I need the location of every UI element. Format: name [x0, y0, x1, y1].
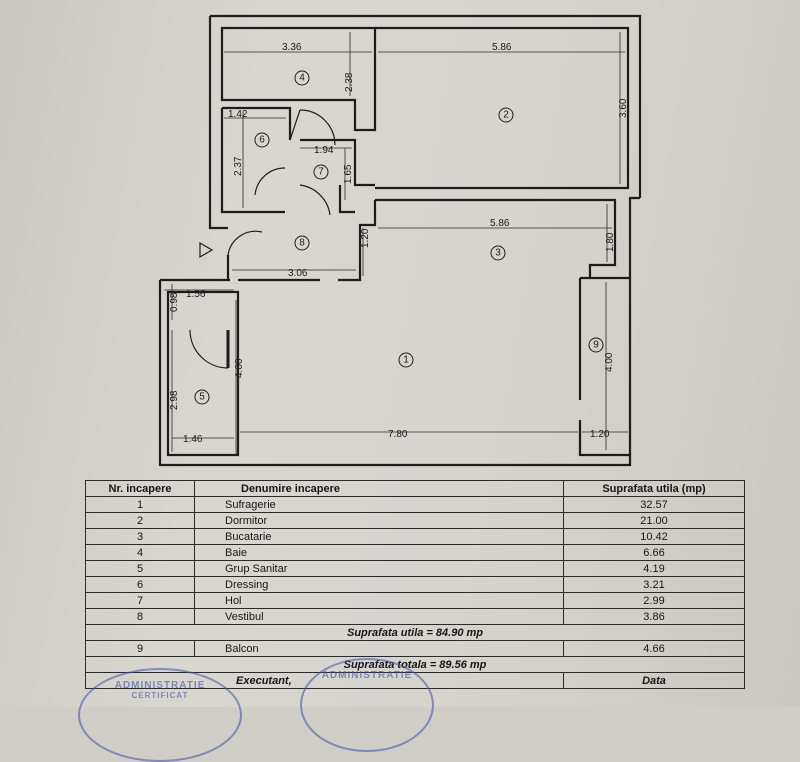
- room-marker-5: 5: [199, 392, 205, 403]
- door-arc-bath: [299, 109, 336, 146]
- row-name: Balcon: [194, 640, 564, 657]
- row-name: Hol: [194, 592, 564, 609]
- room-marker-1: 1: [403, 355, 409, 366]
- dim-156: 1.56: [186, 289, 206, 300]
- row-nr: 2: [85, 512, 195, 529]
- room-marker-2: 2: [503, 110, 509, 121]
- wall-left-upper: [208, 16, 228, 230]
- row-area: 3.21: [563, 576, 745, 593]
- door-arc-hol: [299, 184, 331, 216]
- dim-120-left: 1.20: [360, 228, 371, 248]
- dim-180: 1.80: [605, 232, 616, 252]
- wall-lower-outer: [158, 278, 632, 467]
- floor-plan: 3.36 5.86 2.38 3.60 1.42 2.37 1.94 1.65 …: [158, 14, 642, 467]
- dim-400-left: 4.00: [234, 358, 245, 378]
- row-nr: 9: [85, 640, 195, 657]
- stamp-right: ADMINISTRATIE: [300, 658, 434, 752]
- row-area: 21.00: [563, 512, 745, 529]
- room-marker-4: 4: [299, 73, 305, 84]
- row-nr: 5: [85, 560, 195, 577]
- row-nr: 7: [85, 592, 195, 609]
- door-arc-dressing: [254, 167, 286, 196]
- header-nr: Nr. incapere: [85, 480, 195, 497]
- row-nr: 6: [85, 576, 195, 593]
- dim-360: 3.60: [618, 98, 629, 118]
- row-nr: 3: [85, 528, 195, 545]
- row-name: Dormitor: [194, 512, 564, 529]
- rooms-table: Nr. incapere Denumire incapere Suprafata…: [85, 480, 745, 689]
- summary-utila-row: Suprafata utila = 84.90 mp: [85, 624, 745, 641]
- door-arc-wc: [189, 329, 229, 369]
- row-area: 3.86: [563, 608, 745, 625]
- row-name: Grup Sanitar: [194, 560, 564, 577]
- room-marker-9: 9: [593, 340, 599, 351]
- room-marker-8: 8: [299, 238, 305, 249]
- row-name: Baie: [194, 544, 564, 561]
- stamp-left-sub: CERTIFICAT: [131, 691, 189, 700]
- dim-098: 0.98: [169, 292, 180, 312]
- table-row: 9 Balcon 4.66: [85, 640, 745, 657]
- dim-238: 2.38: [344, 72, 355, 92]
- row-name: Bucatarie: [194, 528, 564, 545]
- dim-298: 2.98: [169, 390, 180, 410]
- suprafata-utila: Suprafata utila = 84.90 mp: [85, 624, 745, 641]
- room-marker-3: 3: [495, 248, 501, 259]
- dim-400-right: 4.00: [604, 352, 615, 372]
- row-area: 4.19: [563, 560, 745, 577]
- row-nr: 1: [85, 496, 195, 513]
- row-area: 10.42: [563, 528, 745, 545]
- dim-306: 3.06: [288, 268, 308, 279]
- dim-780: 7.80: [388, 429, 408, 440]
- stamp-left-text: ADMINISTRATIE: [114, 680, 206, 691]
- dim-237: 2.37: [233, 156, 244, 176]
- entrance-arrow-icon: [199, 241, 214, 259]
- row-name: Vestibul: [194, 608, 564, 625]
- dim-142: 1.42: [228, 109, 248, 120]
- room-marker-7: 7: [318, 167, 324, 178]
- header-area: Suprafata utila (mp): [563, 480, 745, 497]
- dim-146: 1.46: [183, 434, 203, 445]
- door-arc-entry: [227, 230, 263, 256]
- stamp-right-text: ADMINISTRATIE: [321, 670, 413, 681]
- dim-336: 3.36: [282, 42, 302, 53]
- dim-165: 1.65: [343, 164, 354, 184]
- row-name: Dressing: [194, 576, 564, 593]
- row-nr: 8: [85, 608, 195, 625]
- data-label: Data: [563, 672, 745, 689]
- header-name: Denumire incapere: [194, 480, 564, 497]
- row-nr: 4: [85, 544, 195, 561]
- stamp-left: ADMINISTRATIE CERTIFICAT: [78, 668, 242, 762]
- row-area: 6.66: [563, 544, 745, 561]
- row-area: 32.57: [563, 496, 745, 513]
- row-area: 4.66: [563, 640, 745, 657]
- row-area: 2.99: [563, 592, 745, 609]
- dim-194: 1.94: [314, 145, 334, 156]
- room-marker-6: 6: [259, 135, 265, 146]
- dim-120-right: 1.20: [590, 429, 610, 440]
- row-name: Sufragerie: [194, 496, 564, 513]
- dim-586-top: 5.86: [492, 42, 512, 53]
- dim-586-mid: 5.86: [490, 218, 510, 229]
